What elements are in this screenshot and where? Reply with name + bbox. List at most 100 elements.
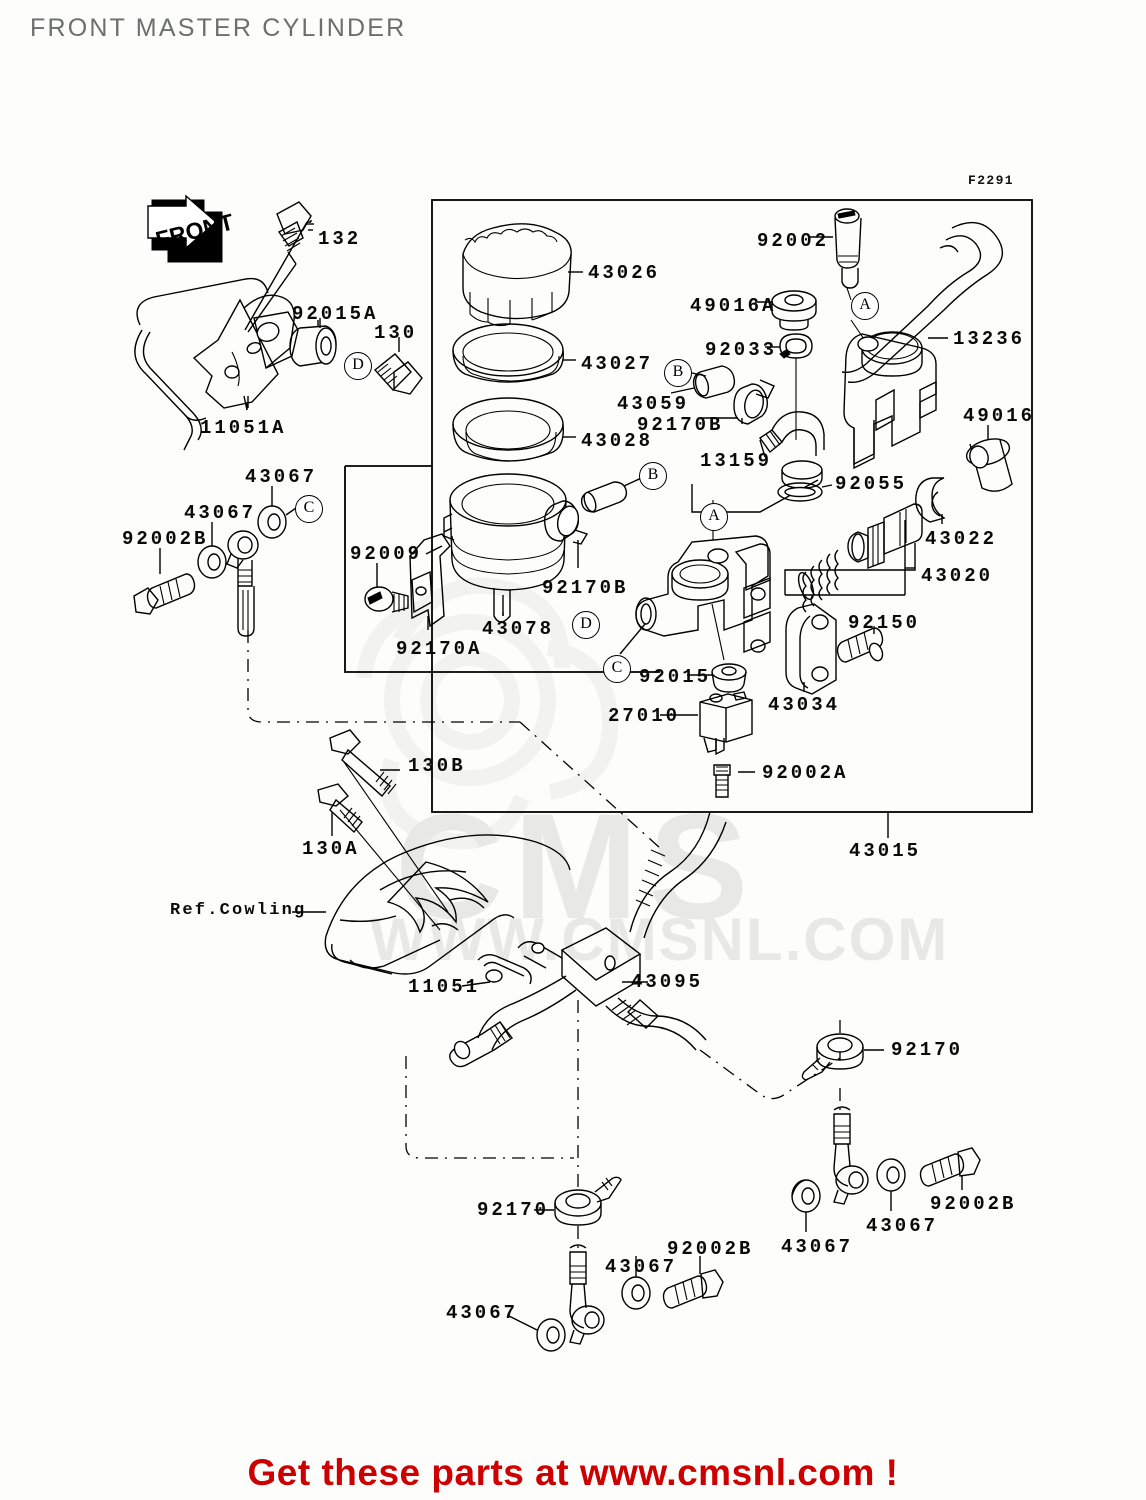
leader-43067-center-2 [508,1315,538,1331]
part-92170B-clamp-upper [700,379,775,425]
part-130B-bolt [329,729,449,913]
part-27010-switch [660,691,753,756]
part-label-132: 132 [318,228,362,250]
part-11051-bracket [461,941,563,987]
part-label-43067-b: 43067 [184,502,257,524]
bracket-43020 [784,520,916,596]
part-43067-washer-right-2 [876,1158,906,1211]
part-label-92055: 92055 [835,473,908,495]
dashed-line-left [247,630,520,723]
part-label-92170-c: 92170 [477,1199,550,1221]
part-92055-oring [777,482,833,502]
part-43078-reservoir [443,473,567,623]
part-label-92170B-2: 92170B [542,577,629,599]
part-label-92009: 92009 [350,543,423,565]
part-label-43026: 43026 [588,262,661,284]
part-label-92002: 92002 [757,230,830,252]
leader-43059 [670,387,695,394]
part-label-11051A: 11051A [200,417,287,439]
balloon-d-upper: D [344,352,372,380]
part-label-43067-e: 43067 [605,1256,678,1278]
dashed-line-bottom-left [405,1056,574,1159]
part-92009-screw [364,563,409,613]
part-label-43067-f: 43067 [446,1302,519,1324]
part-43034-clamp [785,603,837,695]
leader-balloon-c-left [285,507,297,516]
part-label-92002B-b: 92002B [930,1193,1017,1215]
part-label-43095: 43095 [631,971,704,993]
leader-balloon-c-body [619,623,646,655]
leader-132-to-bracket [247,263,297,333]
part-43067-washer-upper-2 [197,522,227,579]
part-label-92170A: 92170A [396,638,483,660]
part-43067-washer-center-2 [508,1315,566,1352]
part-ref-cowling [292,834,571,975]
part-43059-plug [670,365,736,399]
part-43022-clip [915,477,946,524]
part-label-27010: 27010 [608,705,681,727]
part-92033-circlip [765,333,813,440]
leader-13159 [759,439,766,458]
assembly-box-43015 [431,199,1033,813]
part-hose-stub-b-mid [580,473,651,513]
balloon-c-body: C [603,655,631,683]
part-label-13236: 13236 [953,328,1026,350]
part-master-cylinder-body [619,500,771,661]
part-label-92170-r: 92170 [891,1039,964,1061]
part-label-130: 130 [374,322,418,344]
part-label-43027: 43027 [581,353,654,375]
part-label-92002B-c: 92002B [667,1238,754,1260]
part-92002-bolt [809,208,867,343]
leader-92015 [711,603,725,661]
part-label-43022: 43022 [925,528,998,550]
part-43026-cap [462,223,583,327]
part-banjo-rod-upper-left [226,530,259,637]
leader-92055 [821,484,833,488]
part-92170B-clamp-mid [543,500,589,568]
footer-promo-text: Get these parts at www.cmsnl.com ! [247,1452,899,1493]
part-43095-hose [449,811,727,1068]
part-label-43034: 43034 [768,694,841,716]
part-label-43059: 43059 [617,393,690,415]
leader-92002-balloon [846,287,852,301]
part-label-92002A: 92002A [762,762,849,784]
leader-11051 [461,981,491,987]
part-11051A-bracket [134,277,299,451]
part-92002B-bolt-upper [133,548,196,615]
diagram-code: F2291 [968,173,1015,188]
part-43067-washer-right-1 [791,1179,821,1232]
part-92170-banjo-center [534,1176,622,1226]
part-label-130B: 130B [408,755,466,777]
part-label-49016: 49016 [963,405,1036,427]
balloon-a-lever: A [851,292,879,320]
part-43067-washer-upper-1 [257,486,287,539]
balloon-b-upper: B [664,359,692,387]
part-label-11051: 11051 [408,976,481,998]
part-92002B-bolt-right [919,1147,981,1190]
leader-130B-cowl [343,761,449,913]
balloon-c-left: C [295,495,323,523]
part-130-bolt [373,337,423,395]
part-label-92150: 92150 [848,612,921,634]
part-label-43028: 43028 [581,430,654,452]
balloon-d-reservoir: D [572,611,600,639]
part-92170-banjo-right [801,1033,884,1081]
part-label-92170B-1: 92170B [637,414,724,436]
part-43020-piston [797,503,923,613]
balloon-b-mid: B [639,462,667,490]
part-43067-washer-center-1 [621,1256,651,1310]
part-92002A-bolt [713,764,755,798]
part-label-92015: 92015 [639,666,712,688]
part-43028-diaphragm [452,397,576,462]
part-92002B-bolt-center [662,1256,724,1309]
part-13236-lever [841,221,1004,470]
part-92150-bolt [836,626,884,663]
part-label-92002B-a: 92002B [122,528,209,550]
part-label-43067-d: 43067 [866,1215,939,1237]
part-92015-nut [687,663,747,693]
page-title: FRONT MASTER CYLINDER [30,14,407,42]
part-label-43020: 43020 [921,565,994,587]
part-label-92033: 92033 [705,339,778,361]
